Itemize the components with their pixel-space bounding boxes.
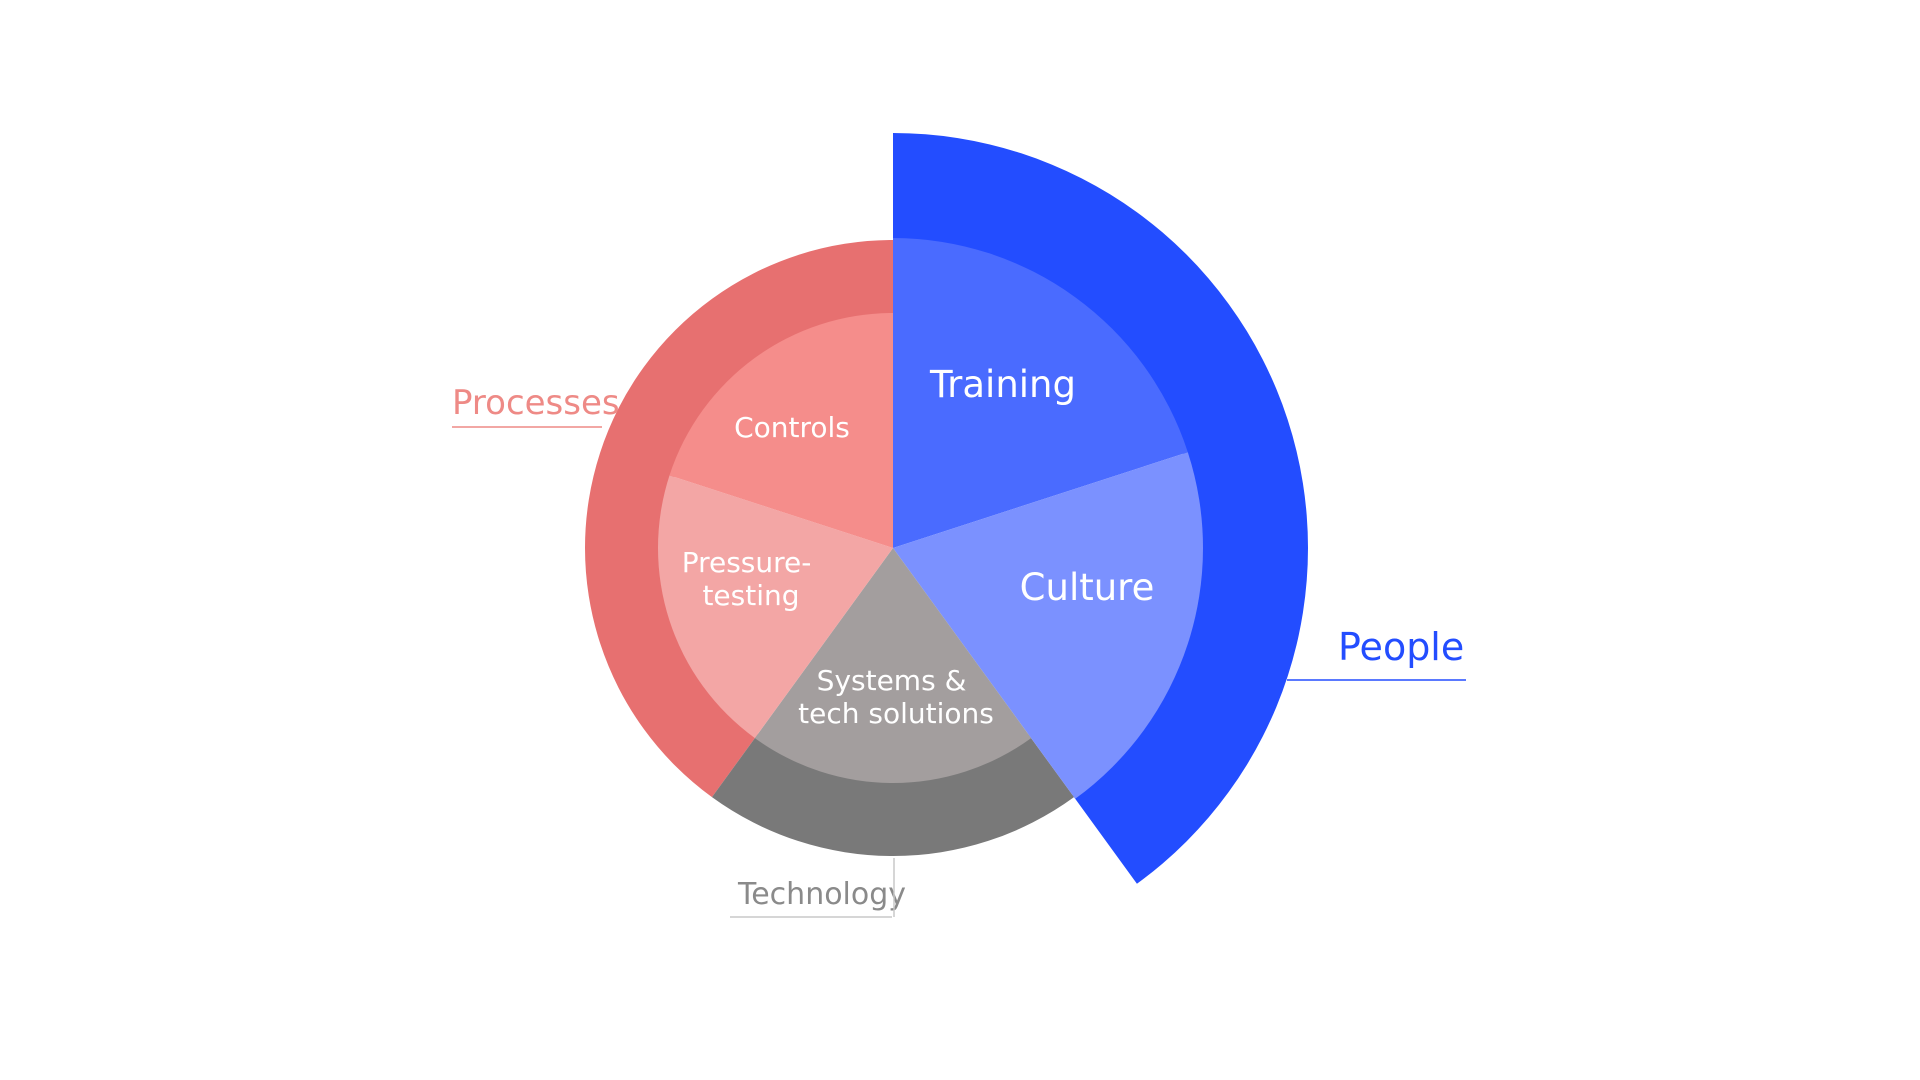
pressure-testing-label: Pressure- testing [682,546,821,612]
processes-outer-ring [585,240,893,798]
controls-segment [669,313,893,548]
training-label: Training [929,363,1076,406]
culture-segment [893,452,1203,799]
processes-label: Processes [452,383,620,423]
training-segment [893,238,1188,548]
pressure-testing-segment [658,475,893,739]
people-label: People [1338,625,1464,669]
culture-label: Culture [1020,566,1155,609]
systems-segment [754,548,1032,784]
technology-label: Technology [737,877,906,912]
systems-label: Systems & tech solutions [798,664,994,730]
people-outer-ring [893,133,1308,884]
controls-label: Controls [734,411,850,444]
